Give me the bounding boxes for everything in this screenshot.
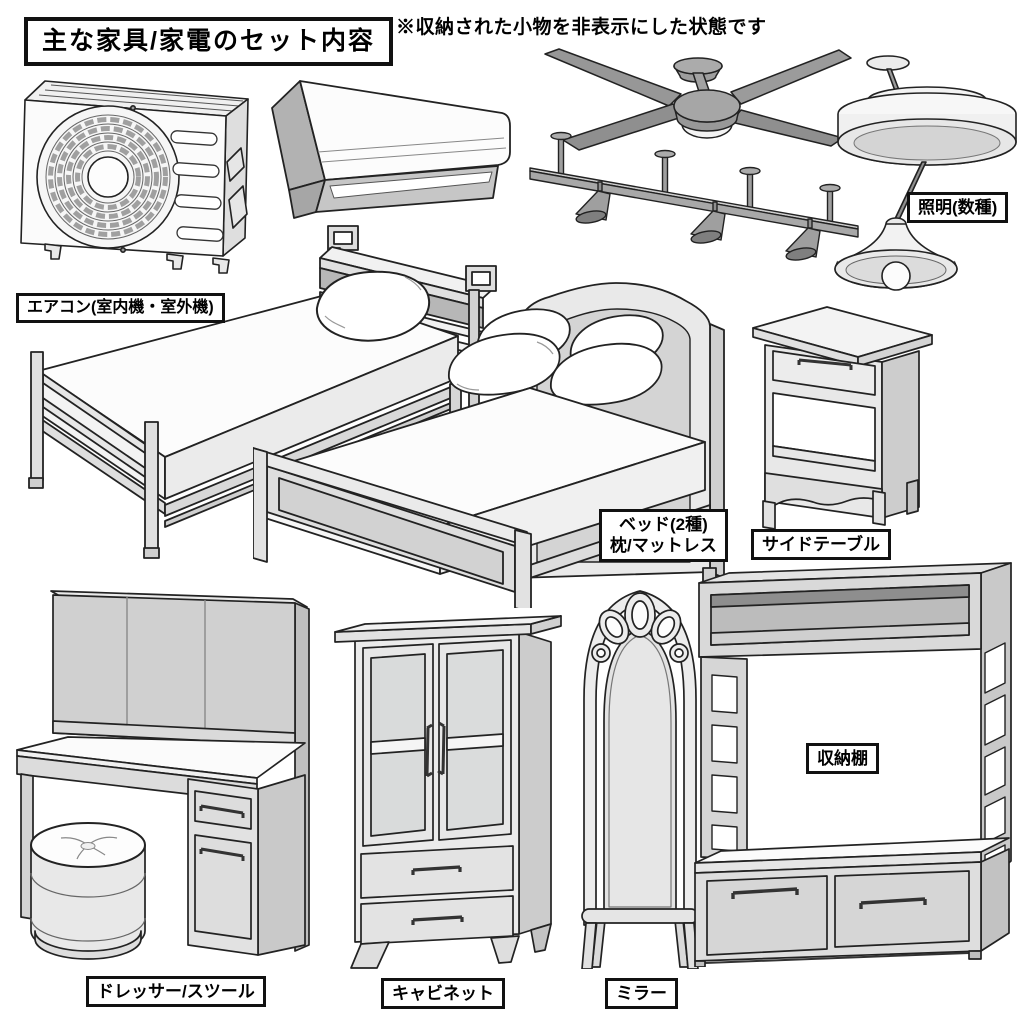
ceiling-and-pendant-light-illustration	[826, 52, 1022, 304]
label-cabinet: キャビネット	[381, 978, 505, 1010]
mirror-top-rings	[592, 593, 688, 662]
label-aircon: エアコン(室内機・室外機)	[16, 293, 225, 323]
base-cabinet	[695, 838, 1009, 967]
glass-doors	[363, 640, 511, 846]
label-mirror: ミラー	[605, 978, 678, 1010]
aircon-indoor-illustration	[266, 66, 514, 224]
left-ladder	[701, 657, 747, 859]
bed-double-illustration	[253, 262, 737, 608]
header-note: ※収納された小物を非表示にした状態です	[396, 17, 767, 38]
footboard	[253, 448, 531, 608]
label-bed-line1: ベッド(2種)	[618, 515, 708, 534]
label-side-table: サイドテーブル	[751, 529, 891, 561]
bed-single-illustration	[25, 224, 507, 584]
label-dresser-stool: ドレッサー/スツール	[86, 976, 266, 1008]
label-bed-line2: 枕/マットレス	[610, 536, 717, 556]
pillows	[449, 309, 663, 404]
side-table-illustration	[743, 303, 938, 531]
ceiling-fan-illustration	[533, 48, 855, 170]
storage-shelf-illustration	[693, 561, 1023, 967]
foot-frame	[29, 352, 159, 558]
cabinet-illustration	[333, 608, 568, 970]
pillow	[317, 272, 429, 341]
label-storage-shelf: 収納棚	[806, 743, 879, 775]
label-bed: ベッド(2種) 枕/マットレス	[599, 509, 728, 562]
drawer-pedestal	[188, 775, 305, 955]
dresser-stool-illustration	[13, 583, 318, 975]
aircon-outdoor-illustration	[15, 72, 265, 290]
top-compartment	[699, 573, 981, 657]
mirror-illustration	[568, 581, 708, 969]
stool	[31, 823, 145, 959]
track-light-illustration	[526, 128, 862, 268]
label-lighting: 照明(数種)	[907, 192, 1009, 224]
page-title: 主な家具/家電のセット内容	[24, 17, 393, 67]
drawers	[361, 846, 513, 944]
